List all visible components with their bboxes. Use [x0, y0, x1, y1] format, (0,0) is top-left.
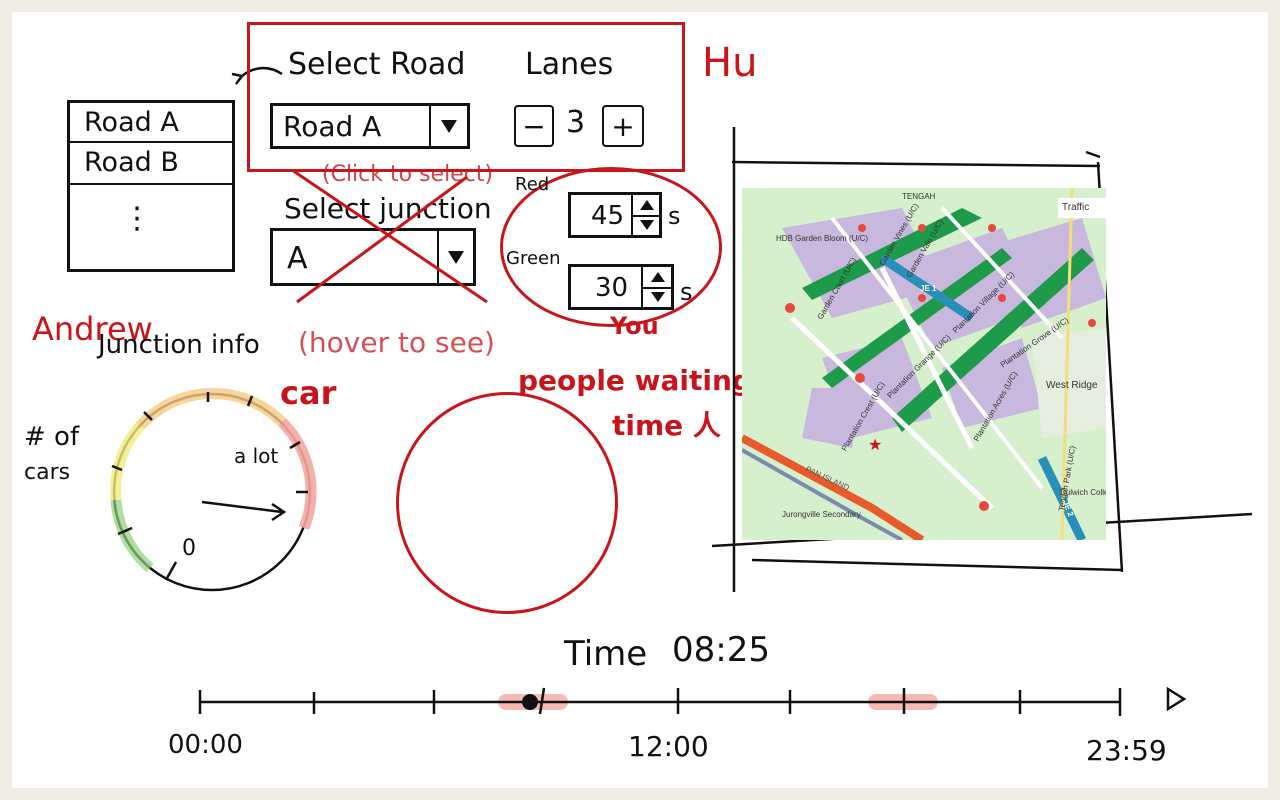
- chevron-down-icon: [651, 292, 665, 302]
- green-duration-down-button[interactable]: [641, 287, 673, 307]
- map-base: ★: [742, 188, 1106, 540]
- road-list-item-label: Road B: [84, 147, 179, 178]
- chevron-down-icon[interactable]: [437, 231, 473, 283]
- sketch-sheet: Road A Road B ⋮ Select Road Lanes Road A…: [12, 12, 1268, 788]
- play-icon[interactable]: [1164, 686, 1188, 712]
- green-unit: s: [680, 278, 693, 306]
- timeline-scrubber-handle[interactable]: [522, 694, 538, 710]
- link-arrow-icon: [231, 66, 283, 85]
- car-count-gauge: [110, 388, 317, 592]
- signal-timing-group: [500, 167, 722, 327]
- timeline-end-label: 23:59: [1086, 734, 1167, 767]
- road-select-value: Road A: [283, 110, 382, 143]
- lanes-decrement-button[interactable]: −: [514, 105, 554, 147]
- red-duration-stepper[interactable]: 45: [568, 192, 662, 238]
- map-label: Jurongville Secondary: [782, 510, 861, 519]
- road-control-panel: Select Road Lanes Road A − 3 +: [247, 22, 685, 172]
- strike-out-mark: [291, 168, 488, 304]
- select-road-label: Select Road: [288, 47, 466, 82]
- people-waiting-note: people waiting: [518, 364, 752, 397]
- map-traffic-tab[interactable]: Traffic: [1062, 202, 1090, 213]
- hover-to-see-note: (hover to see): [298, 326, 495, 359]
- time-title: Time: [564, 634, 648, 674]
- timeline-mid-label: 12:00: [628, 730, 709, 763]
- road-list: Road A Road B ⋮: [67, 100, 235, 272]
- author-you: You: [610, 312, 659, 340]
- road-list-item-label: Road A: [84, 107, 179, 138]
- chevron-down-icon[interactable]: [429, 106, 467, 146]
- road-list-item[interactable]: Road B: [70, 143, 232, 185]
- chevron-up-icon: [651, 272, 665, 282]
- chevron-down-icon: [640, 220, 654, 230]
- timeline-start-label: 00:00: [168, 730, 243, 760]
- map-label: HDB Garden Bloom (U/C): [776, 234, 869, 243]
- green-label: Green: [506, 248, 561, 269]
- people-waiting-chart: [396, 392, 618, 614]
- svg-text:★: ★: [868, 435, 882, 454]
- map-label: TENGAH: [902, 192, 936, 201]
- more-items-indicator: ⋮: [122, 201, 152, 236]
- gauge-label-line1: # of: [24, 422, 80, 452]
- lanes-value: 3: [566, 105, 586, 140]
- chevron-up-icon: [640, 200, 654, 210]
- road-select[interactable]: Road A: [270, 103, 470, 149]
- map-label: West Ridge: [1046, 380, 1098, 391]
- lanes-increment-button[interactable]: +: [602, 105, 644, 147]
- car-note: car: [280, 374, 337, 412]
- green-duration-up-button[interactable]: [641, 267, 673, 289]
- map-label: Dulwich College: [1060, 488, 1106, 497]
- gauge-label-line2: cars: [24, 460, 71, 485]
- author-hu: Hu: [702, 40, 758, 86]
- red-duration-up-button[interactable]: [631, 195, 661, 217]
- green-duration-stepper[interactable]: 30: [568, 264, 674, 310]
- green-duration-value: 30: [595, 273, 629, 303]
- timeline-track[interactable]: [192, 682, 1192, 722]
- junction-info-label: Junction info: [98, 330, 260, 360]
- junction-select[interactable]: A: [270, 228, 476, 286]
- time-person-note: time 人: [612, 409, 721, 442]
- click-to-select-note: (Click to select): [322, 162, 494, 187]
- red-duration-value: 45: [591, 201, 625, 231]
- red-label: Red: [515, 174, 550, 195]
- road-list-item[interactable]: Road A: [70, 103, 232, 143]
- red-duration-down-button[interactable]: [631, 215, 661, 235]
- gauge-min-label: 0: [182, 536, 196, 561]
- select-junction-label: Select junction: [284, 192, 492, 225]
- junction-map[interactable]: ★ Traffic HDB Garden Bloom (U/C) Garden …: [742, 188, 1106, 540]
- map-label: JE 1: [920, 284, 937, 293]
- junction-select-value: A: [287, 241, 308, 276]
- red-unit: s: [668, 202, 681, 230]
- author-andrew: Andrew: [32, 310, 153, 348]
- gauge-max-label: a lot: [234, 444, 279, 468]
- current-time-value: 08:25: [672, 630, 770, 670]
- lanes-label: Lanes: [525, 47, 614, 82]
